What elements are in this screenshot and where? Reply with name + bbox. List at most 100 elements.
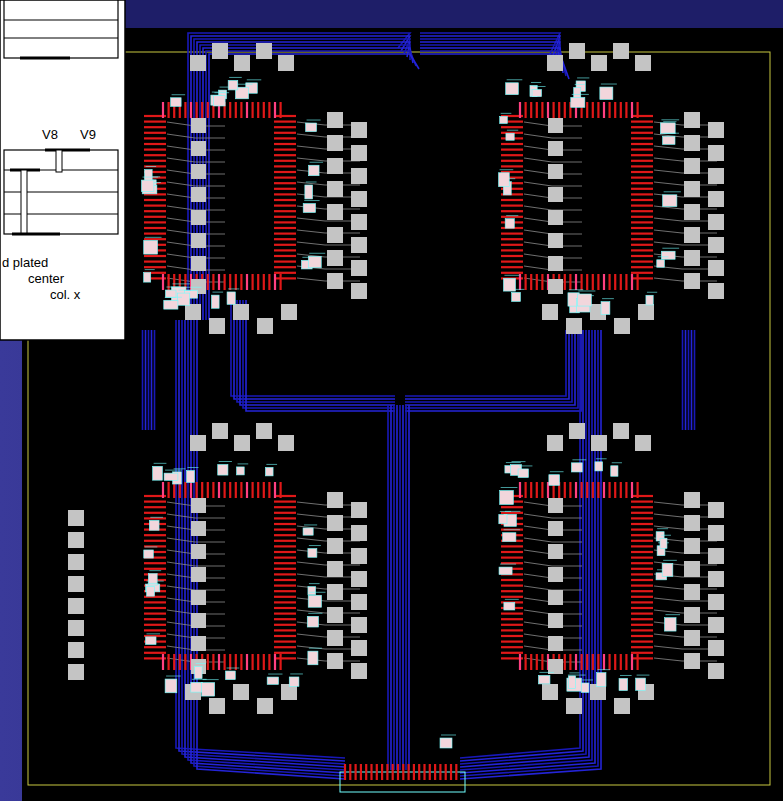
ic-pin: [144, 154, 166, 156]
ic-pin: [569, 482, 571, 498]
copper-line: [12, 233, 60, 236]
silkscreen-mark: [664, 133, 679, 134]
ic-pin: [501, 512, 523, 514]
ic-pin: [144, 568, 166, 570]
blue-trace: [206, 51, 416, 320]
smd-component: [308, 549, 317, 558]
blue-trace: [694, 330, 696, 430]
solder-pad: [327, 653, 343, 669]
solder-pad: [351, 617, 367, 633]
solder-pad: [191, 233, 206, 248]
ic-pin: [201, 482, 203, 498]
ic-pin: [608, 274, 610, 290]
ic-pin: [501, 579, 523, 581]
ic-pin: [552, 102, 554, 118]
solder-pad: [684, 112, 700, 128]
signal-trace: [524, 206, 582, 210]
ic-pin: [263, 102, 265, 118]
blue-trace: [390, 405, 392, 770]
ic-pin: [144, 227, 166, 229]
ic-pin: [631, 523, 653, 525]
note-text: d plated: [2, 255, 48, 270]
solder-pad: [548, 256, 563, 271]
solder-pad: [708, 191, 724, 207]
ic-pin: [631, 244, 653, 246]
smd-component: [662, 563, 673, 576]
ic-pin: [580, 482, 582, 498]
smd-component: [660, 123, 675, 134]
connector-pin: [397, 764, 399, 780]
solder-pad: [327, 561, 343, 577]
smd-component: [153, 466, 163, 480]
ic-pin: [274, 165, 296, 167]
connector-pin: [408, 764, 410, 780]
signal-trace: [524, 514, 582, 518]
ic-pin: [274, 132, 296, 134]
solder-pad: [548, 118, 563, 133]
ic-pin: [631, 249, 653, 251]
solder-pad: [327, 250, 343, 266]
ic-pin: [636, 482, 638, 498]
ic-pin: [501, 210, 523, 212]
blue-trace: [191, 320, 345, 773]
solder-pad: [684, 515, 700, 531]
smd-component: [289, 677, 299, 686]
ic-pin: [274, 274, 276, 290]
ic-pin: [597, 102, 599, 118]
connector-pin: [381, 764, 383, 780]
smd-component: [226, 671, 236, 680]
solder-pad: [708, 548, 724, 564]
signal-trace: [167, 586, 225, 590]
blue-trace: [203, 48, 413, 320]
ic-pin: [501, 590, 523, 592]
smd-component: [646, 295, 653, 305]
ic-pin: [144, 221, 166, 223]
ic-pin: [501, 216, 523, 218]
component-layer: [68, 43, 724, 792]
ic-pin: [575, 654, 577, 670]
ic-pin: [240, 654, 242, 670]
silkscreen-mark: [309, 592, 325, 593]
connector-pin: [370, 764, 372, 780]
silkscreen-mark: [658, 256, 669, 257]
blue-trace: [243, 300, 395, 408]
ic-pin: [274, 618, 296, 620]
ic-pin: [631, 274, 633, 290]
silkscreen-mark: [501, 487, 518, 488]
smd-component: [202, 683, 215, 696]
solder-pad: [351, 283, 367, 299]
smd-component: [211, 295, 219, 308]
note-text: center: [28, 271, 64, 286]
signal-trace: [654, 646, 717, 649]
ic-pin: [268, 274, 270, 290]
signal-trace: [167, 134, 225, 138]
ic-pin: [274, 501, 296, 503]
ic-pin: [631, 233, 653, 235]
solder-pad: [191, 256, 206, 271]
ic-pin: [207, 654, 209, 670]
silkscreen-mark: [172, 283, 190, 284]
ic-pin: [631, 596, 653, 598]
ic-pin: [530, 274, 532, 290]
silkscreen-mark: [500, 169, 514, 170]
silkscreen-mark: [149, 570, 161, 571]
ic-pin: [631, 171, 653, 173]
ic-pin: [564, 274, 566, 290]
ic-pin: [575, 482, 577, 498]
solder-pad: [351, 594, 367, 610]
solder-pad: [542, 684, 558, 700]
ic-pin: [631, 102, 633, 118]
signal-trace: [524, 158, 582, 162]
smd-component: [144, 240, 158, 254]
ic-pin: [608, 102, 610, 118]
solder-pad: [327, 112, 343, 128]
solder-pad: [191, 164, 206, 179]
signal-trace: [524, 586, 582, 590]
ic-pin: [631, 607, 653, 609]
solder-pad: [708, 640, 724, 656]
smd-component: [611, 466, 618, 476]
ic-pin: [501, 266, 523, 268]
solder-pad: [708, 122, 724, 138]
ic-pin: [229, 274, 231, 290]
ic-pin: [631, 646, 653, 648]
